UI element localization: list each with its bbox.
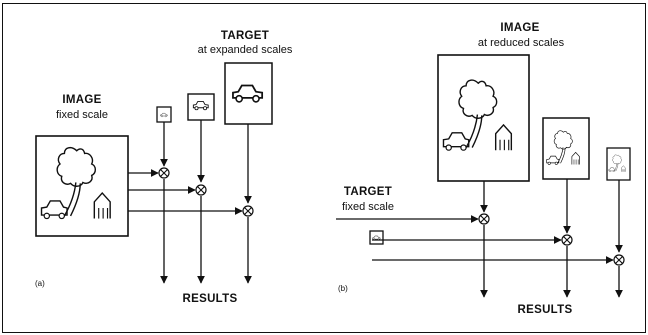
panel-b — [336, 55, 630, 297]
multiplier-icon-b2 — [562, 235, 572, 245]
target-fixed-box — [370, 231, 383, 244]
panel-b-image-subtitle: at reduced scales — [464, 37, 578, 49]
panel-b-image-title: IMAGE — [480, 22, 560, 34]
image-fixed-scale-box — [36, 136, 128, 236]
panel-a-image-title: IMAGE — [44, 94, 120, 106]
multiplier-icon-a2 — [196, 185, 206, 195]
panel-a-target-title: TARGET — [200, 30, 290, 42]
panel-b-target-subtitle: fixed scale — [326, 201, 410, 213]
panel-a-target-subtitle: at expanded scales — [180, 44, 310, 56]
panel-b-tag: (b) — [338, 284, 348, 293]
target-small-box — [157, 107, 171, 122]
target-medium-box — [188, 94, 214, 120]
multiplier-icon-a1 — [159, 168, 169, 178]
multiplier-icon-b1 — [479, 214, 489, 224]
panel-b-results: RESULTS — [500, 304, 590, 316]
panel-b-target-title: TARGET — [330, 186, 406, 198]
image-small-box — [607, 148, 630, 180]
multiplier-icon-b3 — [614, 255, 624, 265]
image-large-box — [438, 55, 529, 181]
panel-a-tag: (a) — [35, 279, 45, 288]
multiplier-icon-a3 — [243, 206, 253, 216]
panel-a-results: RESULTS — [165, 293, 255, 305]
panel-a-image-subtitle: fixed scale — [38, 109, 126, 121]
target-large-box — [225, 63, 272, 124]
